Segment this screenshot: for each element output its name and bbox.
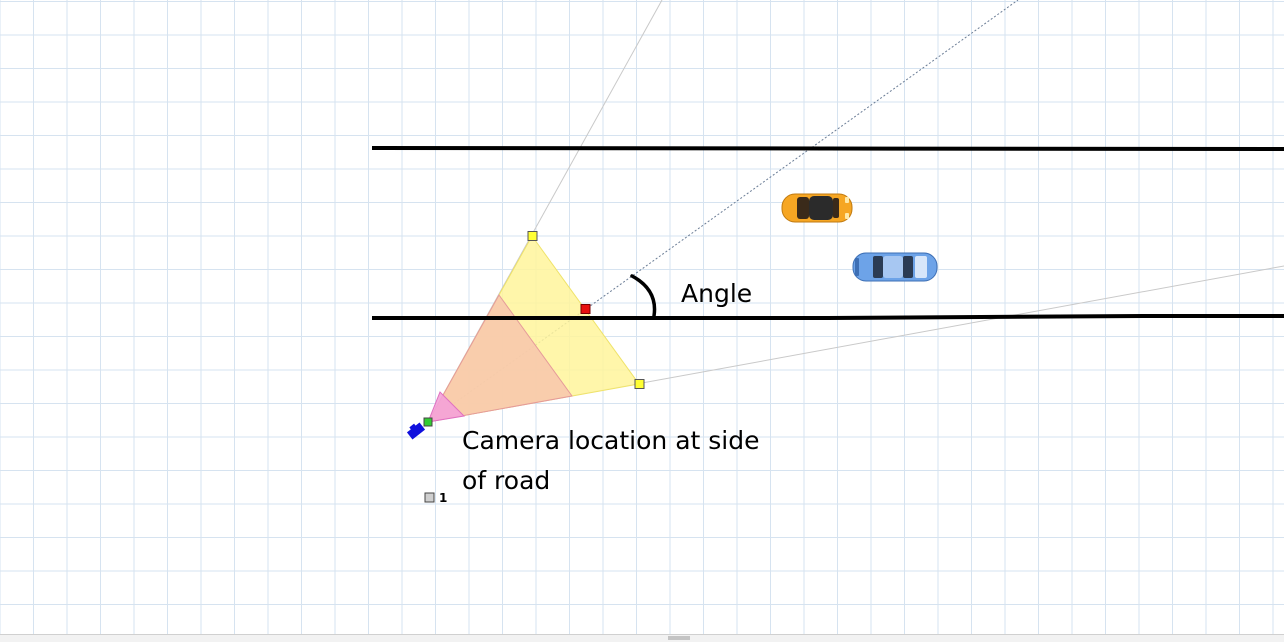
- camera-position-handle[interactable]: [423, 417, 433, 427]
- road-edge-bottom: [372, 314, 1284, 320]
- fov-middle-zone: [427, 294, 573, 423]
- angle-arc: [630, 274, 657, 318]
- orange-car-icon[interactable]: [781, 193, 853, 223]
- scroll-thumb[interactable]: [668, 636, 690, 640]
- camera-location-label-line2: of road: [462, 466, 550, 495]
- fov-inner-zone: [427, 391, 466, 423]
- road-edge-top: [371, 146, 1284, 151]
- fov-handle-right[interactable]: [634, 379, 645, 389]
- marker-1-label: 1: [439, 491, 447, 505]
- blue-car-icon[interactable]: [852, 252, 938, 282]
- camera-icon[interactable]: [405, 421, 426, 440]
- marker-1-box[interactable]: [424, 492, 435, 503]
- angle-label: Angle: [681, 279, 752, 308]
- camera-location-label-line1: Camera location at side: [462, 426, 760, 455]
- fov-handle-top[interactable]: [527, 231, 538, 241]
- horizontal-scrollbar[interactable]: [0, 634, 1284, 642]
- direction-handle[interactable]: [580, 304, 591, 314]
